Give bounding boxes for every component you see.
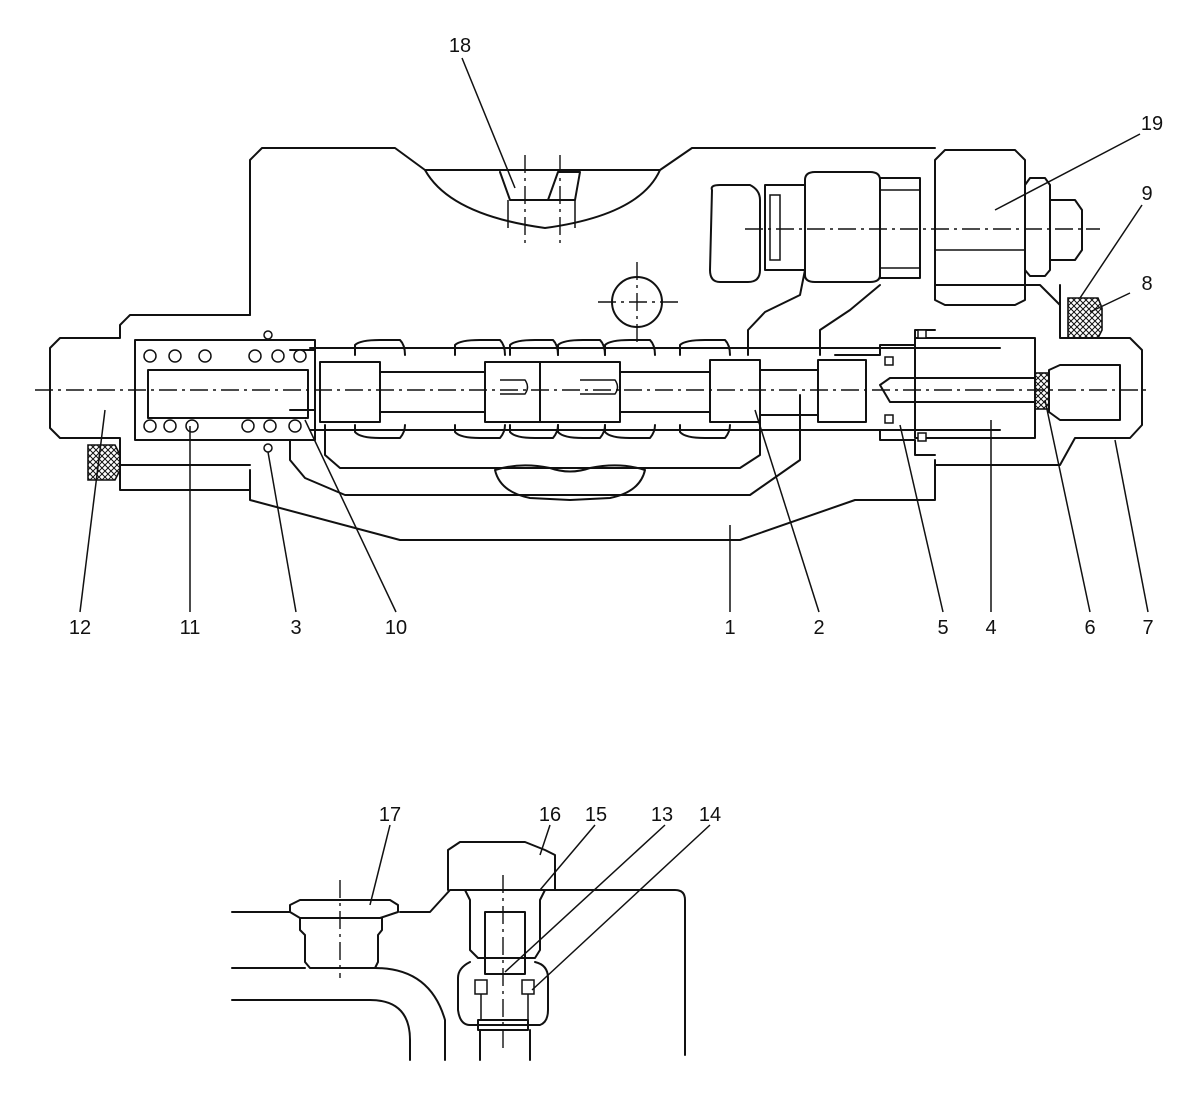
callout-16: 16 <box>539 804 561 826</box>
callout-12: 12 <box>69 617 91 639</box>
spring-assembly <box>134 330 316 453</box>
right-plug-assembly <box>834 329 1121 456</box>
callouts: 18 19 9 8 12 11 3 10 1 2 5 4 6 7 17 16 1… <box>69 35 1163 826</box>
callout-10: 10 <box>385 617 407 639</box>
callout-8: 8 <box>1141 273 1152 295</box>
right-cap <box>1067 297 1103 339</box>
left-cap <box>87 444 121 481</box>
callout-4: 4 <box>985 617 996 639</box>
callout-6: 6 <box>1084 617 1095 639</box>
callout-7: 7 <box>1142 617 1153 639</box>
relief-valve <box>709 149 1100 306</box>
leader-lines <box>79 57 1149 991</box>
callout-3: 3 <box>290 617 301 639</box>
port-centerline <box>598 262 680 342</box>
callout-14: 14 <box>699 804 721 826</box>
callout-2: 2 <box>813 617 824 639</box>
detail-body <box>231 889 686 1061</box>
callout-1: 1 <box>724 617 735 639</box>
callout-9: 9 <box>1141 183 1152 205</box>
callout-17: 17 <box>379 804 401 826</box>
callout-13: 13 <box>651 804 673 826</box>
callout-19: 19 <box>1141 113 1163 135</box>
spool <box>319 359 867 423</box>
callout-11: 11 <box>180 617 201 639</box>
callout-18: 18 <box>449 35 471 57</box>
check-valve-assembly <box>447 841 556 1061</box>
callout-15: 15 <box>585 804 607 826</box>
top-port <box>424 155 661 248</box>
plug-17 <box>289 880 399 978</box>
valve-body <box>49 147 1143 541</box>
callout-5: 5 <box>937 617 948 639</box>
